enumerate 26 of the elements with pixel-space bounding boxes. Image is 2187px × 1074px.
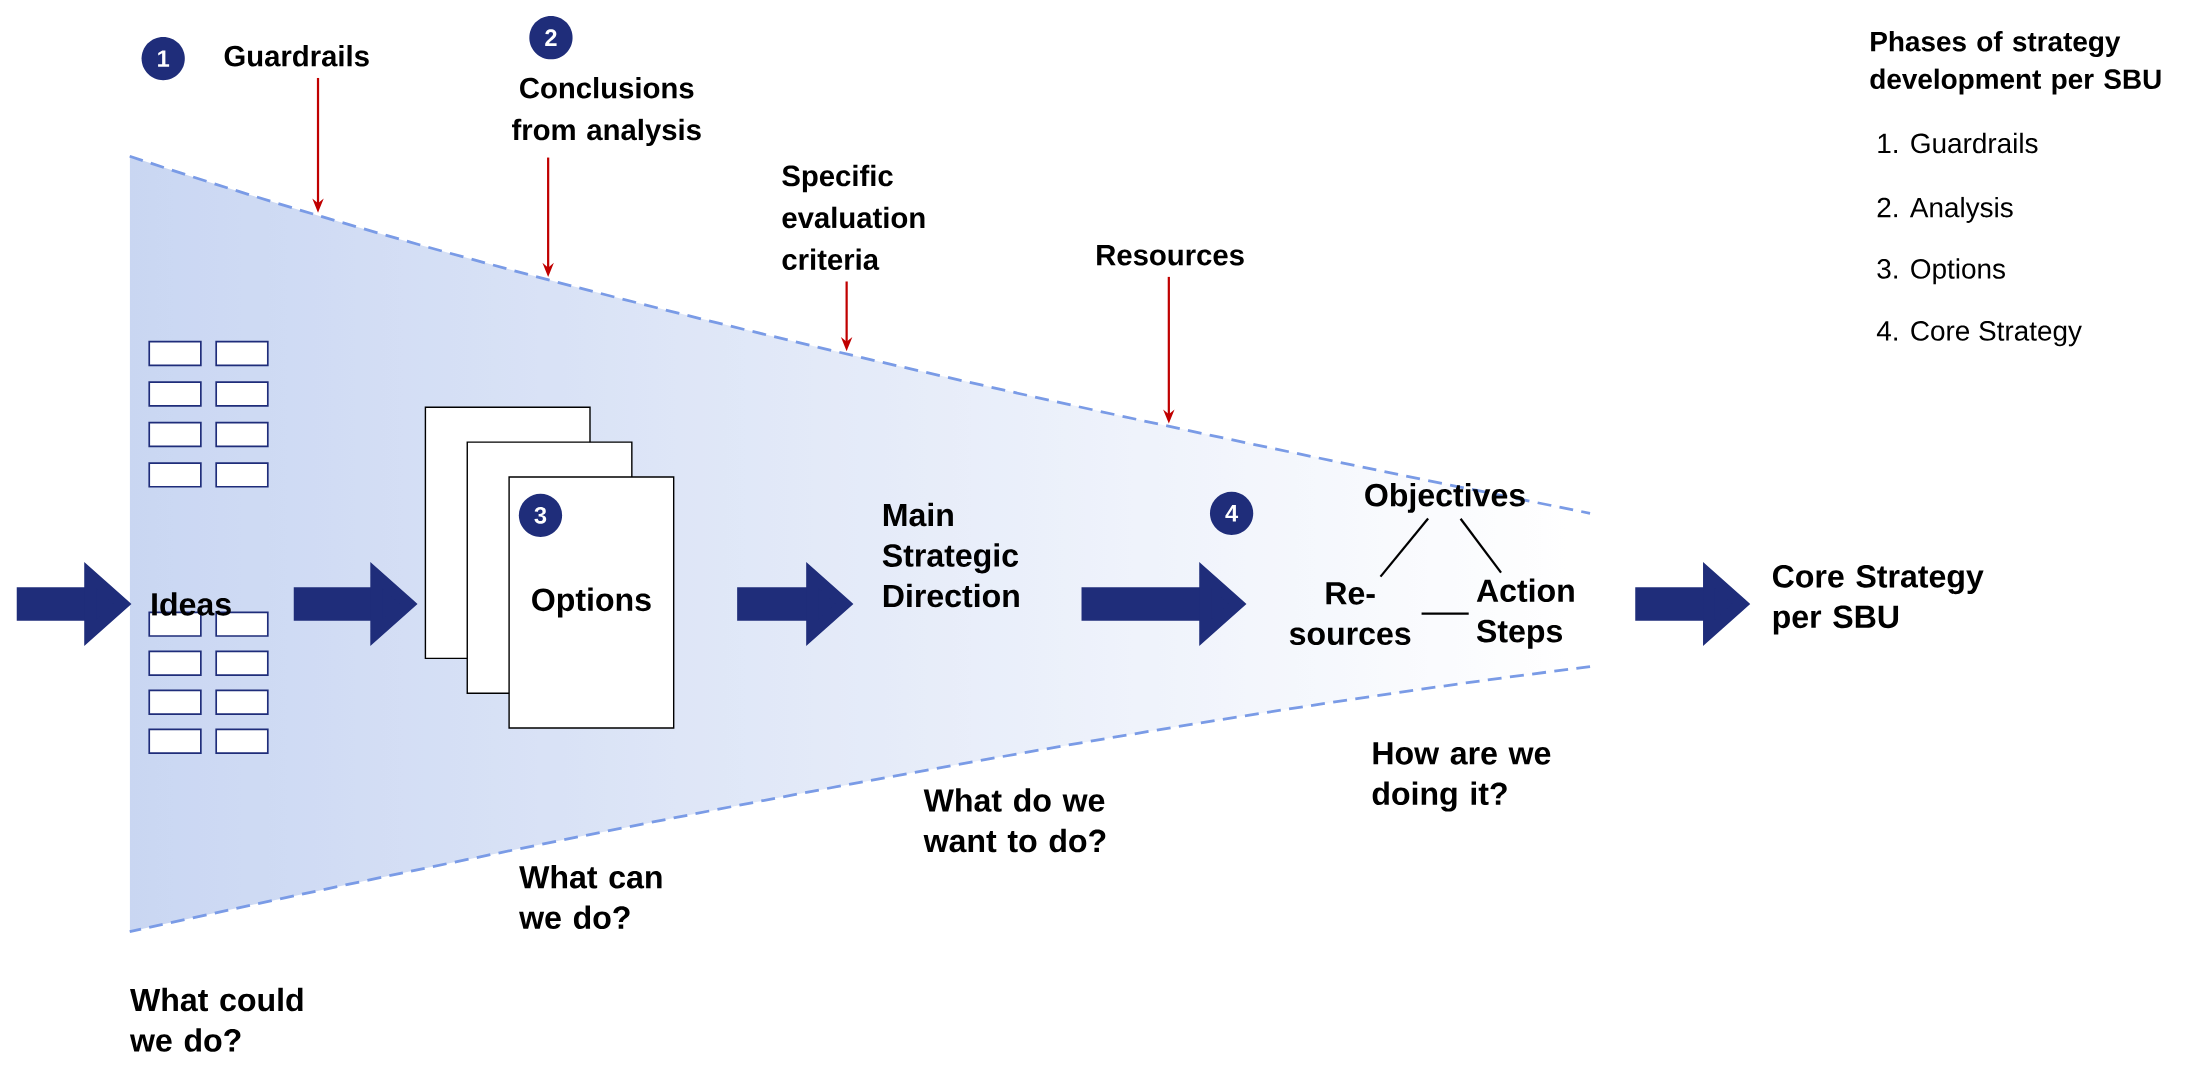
stage-label: Main Strategic Direction — [882, 502, 1019, 608]
question-label: What could we do? — [129, 987, 303, 1052]
input-label: Guardrails — [224, 45, 369, 67]
input-label: Specific evaluation criteria — [782, 164, 925, 271]
question-label: How are we doing it? — [1372, 742, 1551, 812]
list-item: 1. Guardrails — [1878, 132, 2038, 154]
stage-label: Core Strategy per SBU — [1772, 565, 1984, 635]
list-item: 2. Analysis — [1877, 196, 2013, 223]
badge: 3 — [518, 493, 563, 537]
badge: 1 — [141, 36, 185, 81]
badge: 4 — [1210, 491, 1254, 535]
badge: 2 — [529, 16, 573, 60]
element-label: Action Steps — [1476, 578, 1574, 649]
question-label: What can we do? — [519, 865, 662, 930]
element-label: Objectives — [1365, 483, 1525, 513]
connector-line — [1421, 612, 1469, 615]
stage-label: Ideas — [152, 592, 231, 616]
list-item: 3. Options — [1877, 258, 2005, 285]
heading: Phases of strategy development per SBU — [1870, 30, 2161, 95]
question-label: What do we want to do? — [923, 788, 1106, 853]
connector-line — [1379, 517, 1429, 578]
element-label: Re- sources — [1289, 582, 1411, 646]
list-item: 4. Core Strategy — [1876, 321, 2082, 347]
input-label: Resources — [1097, 245, 1244, 266]
input-label: Conclusions from analysis — [512, 77, 701, 147]
connector-line — [1459, 518, 1502, 574]
